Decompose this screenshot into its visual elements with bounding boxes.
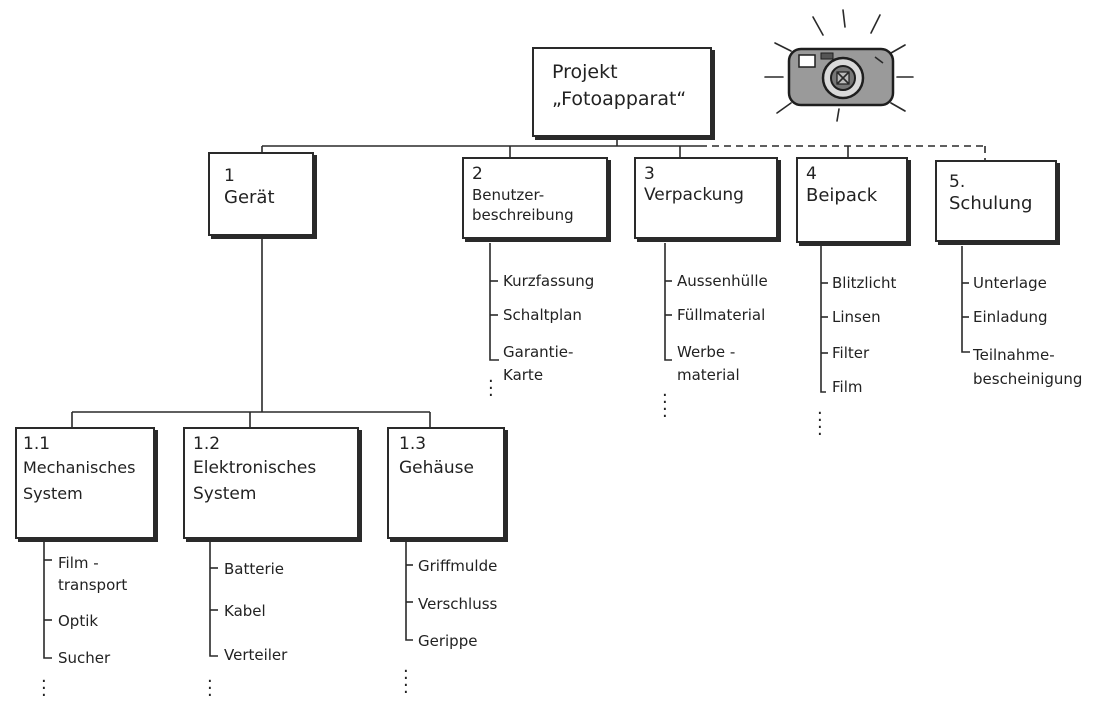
list-item: Einladung bbox=[973, 308, 1048, 326]
list-item: Garantie- Karte bbox=[503, 341, 573, 387]
box-geraet: 1 Gerät bbox=[208, 152, 314, 236]
list-item: Batterie bbox=[224, 560, 284, 578]
continuation-dots: ···· bbox=[817, 410, 823, 438]
list-item: Verteiler bbox=[224, 646, 287, 664]
box-mechanisches-system: 1.1 Mechanisches System bbox=[15, 427, 155, 539]
box-title: Elektronisches System bbox=[193, 455, 357, 507]
box-number: 3 bbox=[644, 164, 776, 185]
list-item: Unterlage bbox=[973, 274, 1047, 292]
list-item: Griffmulde bbox=[418, 557, 497, 575]
box-number: 4 bbox=[806, 164, 906, 185]
list-item: Filter bbox=[832, 344, 869, 362]
list-item: Kabel bbox=[224, 602, 266, 620]
list-item: Optik bbox=[58, 612, 98, 630]
box-title: Gehäuse bbox=[399, 455, 503, 481]
box-title: Gerät bbox=[224, 187, 312, 208]
list-item: Film bbox=[832, 378, 862, 396]
list-item: Teilnahme- bescheinigung bbox=[973, 343, 1082, 391]
continuation-dots: ··· bbox=[41, 678, 47, 699]
box-number: 2 bbox=[472, 164, 606, 185]
list-item: Verschluss bbox=[418, 595, 497, 613]
camera-icon bbox=[755, 5, 935, 125]
continuation-dots: ···· bbox=[403, 668, 409, 696]
box-title: Verpackung bbox=[644, 185, 776, 206]
box-schulung: 5. Schulung bbox=[935, 160, 1057, 242]
list-item: Sucher bbox=[58, 649, 110, 667]
list-item: Schaltplan bbox=[503, 306, 582, 324]
root-box: Projekt „Fotoapparat“ bbox=[532, 47, 712, 137]
box-verpackung: 3 Verpackung bbox=[634, 157, 778, 239]
list-item: Gerippe bbox=[418, 632, 477, 650]
continuation-dots: ··· bbox=[207, 678, 213, 699]
continuation-dots: ···· bbox=[662, 392, 668, 420]
list-item: Kurzfassung bbox=[503, 272, 594, 290]
root-title: Projekt „Fotoapparat“ bbox=[552, 59, 710, 113]
list-item: Aussenhülle bbox=[677, 272, 768, 290]
box-number: 1.2 bbox=[193, 434, 357, 455]
box-benutzerbeschreibung: 2 Benutzer- beschreibung bbox=[462, 157, 608, 239]
list-item: Linsen bbox=[832, 308, 881, 326]
list-item: Film - transport bbox=[58, 552, 127, 596]
box-number: 1 bbox=[224, 166, 312, 187]
list-item: Werbe - material bbox=[677, 341, 740, 387]
box-title: Beipack bbox=[806, 185, 906, 206]
box-elektronisches-system: 1.2 Elektronisches System bbox=[183, 427, 359, 539]
continuation-dots: ··· bbox=[488, 378, 494, 399]
box-beipack: 4 Beipack bbox=[796, 157, 908, 243]
box-number: 5. bbox=[949, 172, 1055, 193]
box-title: Benutzer- beschreibung bbox=[472, 185, 606, 225]
box-title: Mechanisches System bbox=[23, 455, 153, 507]
list-item: Füllmaterial bbox=[677, 306, 765, 324]
list-item: Blitzlicht bbox=[832, 274, 896, 292]
box-number: 1.3 bbox=[399, 434, 503, 455]
box-title: Schulung bbox=[949, 193, 1055, 214]
box-gehaeuse: 1.3 Gehäuse bbox=[387, 427, 505, 539]
box-number: 1.1 bbox=[23, 434, 153, 455]
